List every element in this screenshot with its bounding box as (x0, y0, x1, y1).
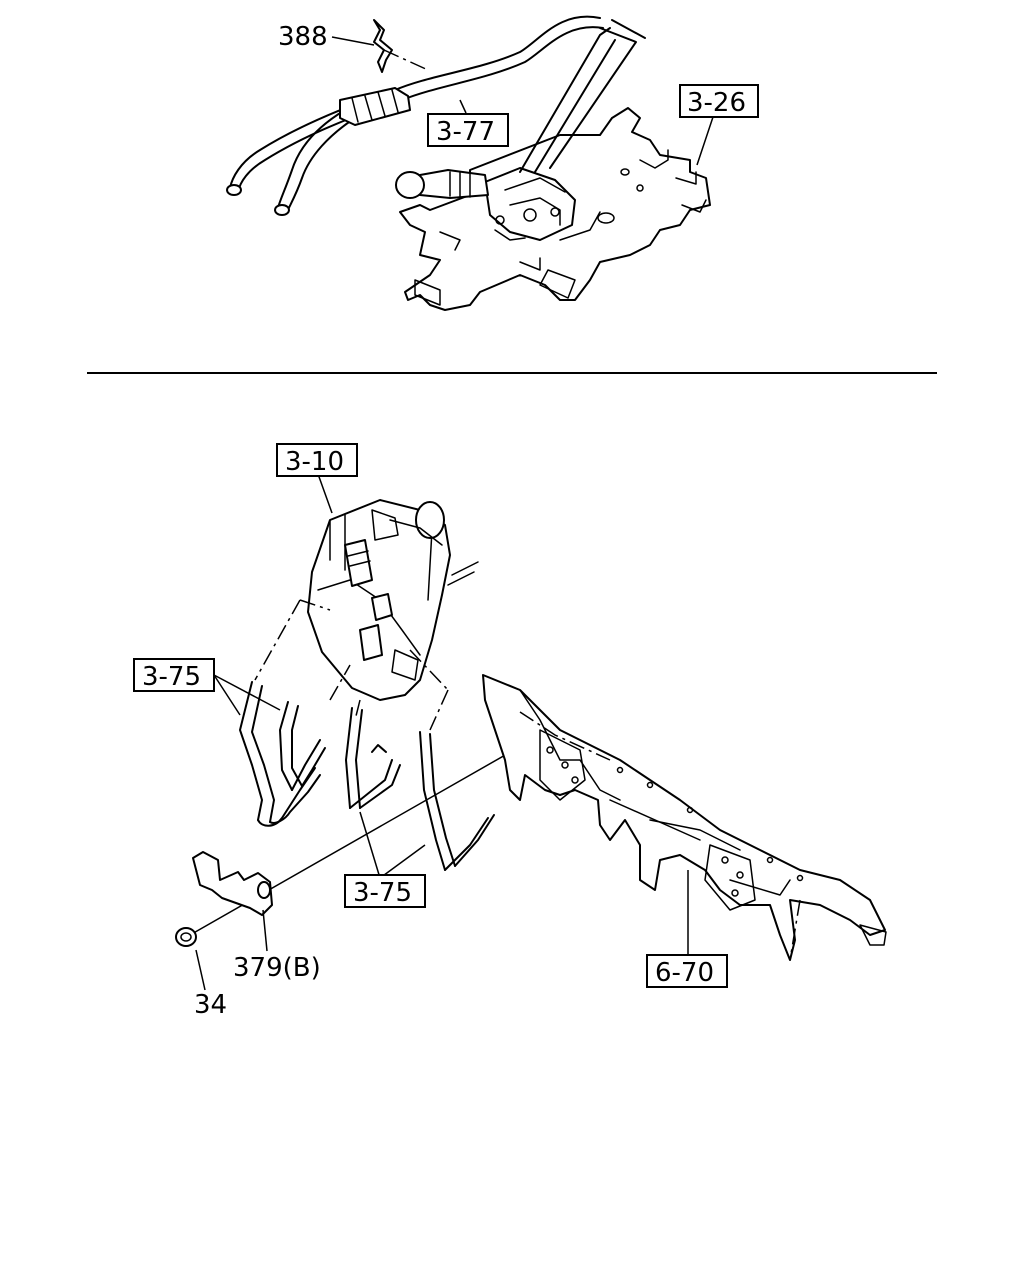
valve-body (484, 167, 576, 241)
callout-box-3-26 (679, 84, 759, 118)
callout-box-3-77 (427, 113, 509, 147)
callout-3-75-right: 3-75 (353, 878, 412, 908)
top-assembly (226, 15, 711, 311)
hose-lower (277, 109, 346, 209)
callout-box-3-75-right (344, 874, 426, 908)
bracket-379b (192, 851, 273, 916)
callout-3-77: 3-77 (436, 117, 495, 147)
mounting-bracket (399, 107, 711, 311)
frame-holes (546, 746, 804, 897)
valve-actuator (419, 169, 489, 199)
callout-box-3-10 (276, 443, 358, 477)
bottom-assembly (175, 499, 887, 961)
hose-3-75-left-a (239, 681, 263, 821)
hose-3-75-right-a (345, 707, 353, 809)
nut-34 (175, 927, 197, 947)
callout-3-26: 3-26 (687, 88, 746, 118)
callout-box-3-75-left (133, 658, 215, 692)
frame-crossmember (482, 674, 886, 961)
callout-388: 388 (278, 22, 328, 52)
callout-6-70: 6-70 (655, 958, 714, 988)
callout-3-10: 3-10 (285, 447, 344, 477)
hose-clamp (339, 87, 411, 126)
callout-3-75-left: 3-75 (142, 662, 201, 692)
callout-379b: 379(B) (233, 953, 321, 983)
callout-34: 34 (194, 990, 227, 1020)
callout-box-6-70 (646, 954, 728, 988)
